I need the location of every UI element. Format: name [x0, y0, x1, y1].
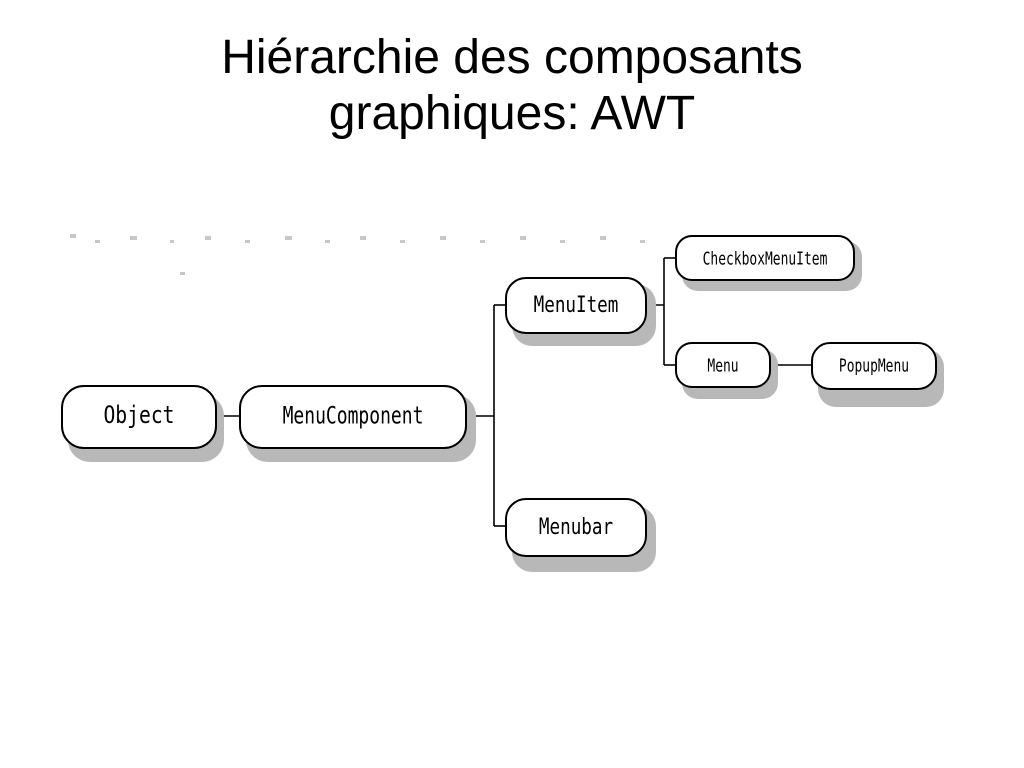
slide-title-line-2: graphiques: AWT	[328, 87, 696, 140]
node-menu: Menu	[675, 342, 778, 399]
node-object: Object	[61, 385, 224, 462]
node-menucomponent-label: MenuComponent	[283, 402, 424, 430]
node-menuitem: MenuItem	[505, 277, 656, 346]
node-menucomponent: MenuComponent	[239, 385, 476, 462]
node-menubar: Menubar	[505, 498, 656, 572]
node-checkboxmenuitem-label: CheckboxMenuItem	[703, 247, 828, 269]
node-checkboxmenuitem: CheckboxMenuItem	[675, 235, 862, 291]
node-popupmenu-label: PopupMenu	[839, 354, 909, 376]
node-popupmenu: PopupMenu	[811, 342, 944, 407]
node-menu-label: Menu	[707, 354, 738, 376]
scan-noise	[70, 234, 645, 275]
node-menuitem-label: MenuItem	[534, 292, 619, 317]
node-object-label: Object	[103, 402, 174, 429]
slide-title: Hiérarchie des composants graphiques: AW…	[0, 30, 1024, 142]
slide-title-line-1: Hiérarchie des composants	[221, 31, 803, 84]
node-menubar-label: Menubar	[539, 514, 613, 539]
